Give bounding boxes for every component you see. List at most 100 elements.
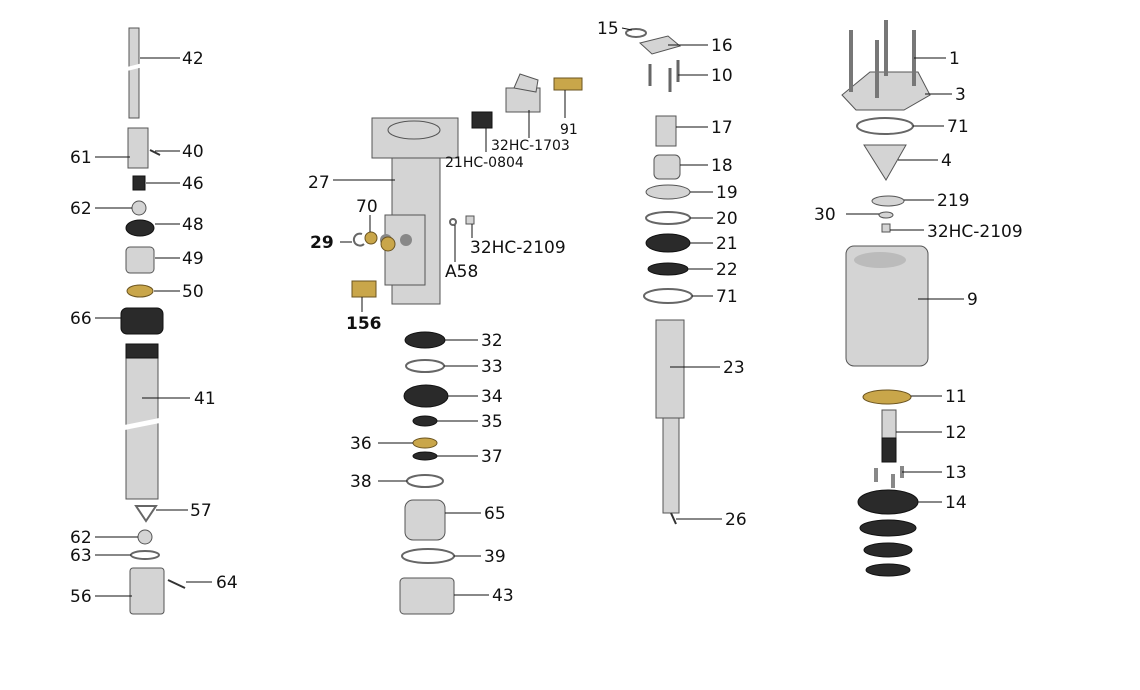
- label-64: 64: [216, 573, 238, 593]
- part-15: [625, 28, 647, 38]
- part-43: [399, 577, 455, 615]
- label-49: 49: [182, 249, 204, 269]
- part-11: [862, 389, 912, 405]
- label-17: 17: [711, 118, 733, 138]
- label-13: 13: [945, 463, 967, 483]
- labels-column-4: 1 3 71 4 219 30 32HC-2109 9 11 12 13 14: [814, 49, 1023, 513]
- label-36: 36: [350, 434, 372, 454]
- label-19: 19: [716, 183, 738, 203]
- part-14: [857, 489, 919, 515]
- part-42-rod: [128, 27, 140, 119]
- label-62-lower: 62: [70, 528, 92, 548]
- label-27: 27: [308, 173, 330, 193]
- label-23: 23: [723, 358, 745, 378]
- label-61: 61: [70, 148, 92, 168]
- label-10: 10: [711, 66, 733, 86]
- part-57-spring: [134, 505, 158, 523]
- labels-column-1: 42 61 40 46 62 48 49 50 66 41 57 62 63 6…: [70, 49, 238, 607]
- label-33: 33: [481, 357, 503, 377]
- label-62: 62: [70, 199, 92, 219]
- part-50: [126, 284, 154, 298]
- label-43: 43: [492, 586, 514, 606]
- label-156: 156: [346, 314, 382, 334]
- part-21hc-0804: [471, 111, 493, 129]
- label-26: 26: [725, 510, 747, 530]
- label-35: 35: [481, 412, 503, 432]
- label-41: 41: [194, 389, 216, 409]
- part-34: [403, 384, 449, 408]
- label-48: 48: [182, 215, 204, 235]
- label-3: 3: [955, 85, 966, 105]
- part-20: [645, 211, 691, 225]
- column-4-parts: [841, 20, 931, 577]
- part-156: [351, 280, 377, 298]
- part-22: [647, 262, 689, 276]
- part-3-cap: [841, 71, 931, 111]
- label-30: 30: [814, 205, 836, 225]
- part-a58: [449, 218, 457, 226]
- label-71-c4: 71: [947, 117, 969, 137]
- part-219: [871, 195, 905, 207]
- part-49: [125, 246, 155, 274]
- column-1-parts: [111, 27, 186, 615]
- label-21hc-0804: 21HC-0804: [445, 155, 524, 171]
- part-23-lower: [662, 417, 680, 514]
- label-16: 16: [711, 36, 733, 56]
- label-12: 12: [945, 423, 967, 443]
- label-20: 20: [716, 209, 738, 229]
- label-70: 70: [356, 197, 378, 217]
- part-17: [655, 115, 677, 147]
- part-13-pins: [874, 466, 904, 488]
- label-63: 63: [70, 546, 92, 566]
- part-19: [645, 184, 691, 200]
- part-56: [129, 567, 165, 615]
- label-219: 219: [937, 191, 969, 211]
- part-70: [364, 231, 378, 245]
- label-57: 57: [190, 501, 212, 521]
- label-91: 91: [560, 122, 578, 138]
- label-46: 46: [182, 174, 204, 194]
- part-62-ball: [131, 200, 147, 216]
- label-18: 18: [711, 156, 733, 176]
- part-32: [404, 331, 446, 349]
- label-a58: A58: [445, 262, 478, 282]
- column-2-parts: [351, 73, 583, 615]
- label-66: 66: [70, 309, 92, 329]
- label-4: 4: [941, 151, 952, 171]
- label-32: 32: [481, 331, 503, 351]
- part-32hc-2109: [465, 215, 475, 225]
- label-71: 71: [716, 287, 738, 307]
- part-29-clip: [352, 232, 365, 247]
- label-29: 29: [310, 233, 334, 253]
- label-15: 15: [597, 19, 619, 39]
- label-32hc-2109-c4: 32HC-2109: [927, 222, 1023, 242]
- part-66: [120, 307, 164, 335]
- part-71-ring: [856, 117, 914, 135]
- part-46: [132, 175, 146, 191]
- label-50: 50: [182, 282, 204, 302]
- labels-column-2: 27 70 29 32HC-2109 A58 156 21HC-0804 32H…: [308, 122, 578, 606]
- label-65: 65: [484, 504, 506, 524]
- part-61: [127, 127, 149, 169]
- part-48: [125, 219, 155, 237]
- label-9: 9: [967, 290, 978, 310]
- label-1: 1: [949, 49, 960, 69]
- part-32hc-2109-c4: [881, 223, 891, 233]
- part-36: [412, 437, 438, 449]
- label-11: 11: [945, 387, 967, 407]
- part-33: [405, 359, 445, 373]
- part-4-spring: [863, 144, 907, 181]
- label-32hc-1703: 32HC-1703: [491, 138, 570, 154]
- part-71: [643, 288, 693, 304]
- label-32hc-2109: 32HC-2109: [470, 238, 566, 258]
- labels-column-3: 15 16 10 17 18 19 20 21 22 71 23 26: [597, 19, 747, 530]
- part-1-bolts: [849, 20, 916, 98]
- part-16: [638, 35, 682, 55]
- part-39: [401, 548, 455, 564]
- column-3-parts: [625, 28, 693, 525]
- part-35: [412, 415, 438, 427]
- label-40: 40: [182, 142, 204, 162]
- label-21: 21: [716, 234, 738, 254]
